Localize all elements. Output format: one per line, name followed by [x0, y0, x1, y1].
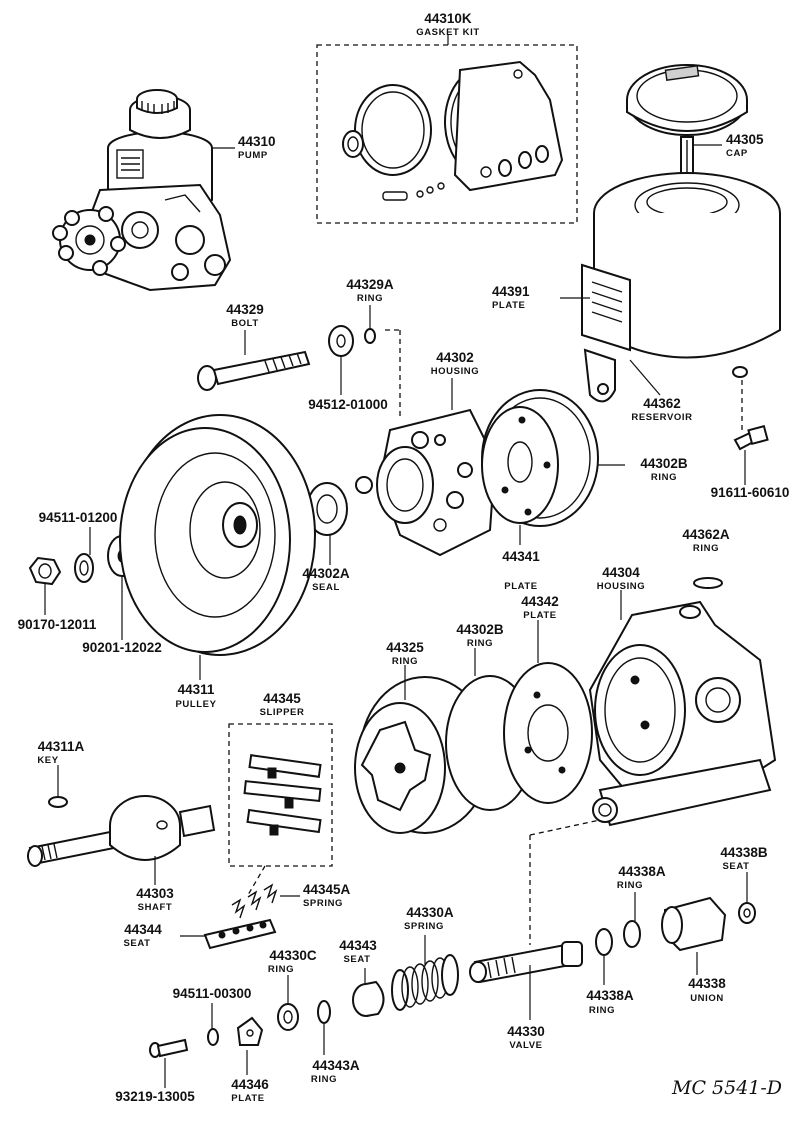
part-name: RING — [617, 880, 643, 891]
key-drawing — [48, 796, 68, 808]
part-number: 94512-01000 — [308, 397, 388, 412]
seat-ring-drawing — [317, 980, 385, 1024]
part-number: 44362 — [643, 396, 681, 411]
part-name: KEY — [37, 755, 58, 766]
pump-assembly-drawing — [52, 89, 232, 292]
part-number: 44343A — [312, 1058, 360, 1073]
part-number: 44304 — [602, 565, 640, 580]
part-number: 44343 — [339, 938, 377, 953]
part-number: 44302 — [436, 350, 474, 365]
part-name: PLATE — [231, 1093, 264, 1104]
reservoir-drawing — [581, 172, 781, 403]
part-name: SHAFT — [138, 902, 173, 913]
part-name: HOUSING — [431, 366, 480, 377]
part-number: 44311 — [178, 682, 215, 697]
part-number: 44391 — [492, 284, 530, 299]
part-name: GASKET KIT — [416, 27, 480, 38]
part-name: RING — [589, 1005, 615, 1016]
part-name: RING — [467, 638, 493, 649]
part-number: 44345A — [303, 882, 351, 897]
part-number: 44338A — [586, 988, 634, 1003]
part-name: VALVE — [509, 1040, 542, 1051]
part-number: 44302B — [456, 622, 504, 637]
part-number: 44330 — [507, 1024, 545, 1039]
part-name: UNION — [690, 993, 724, 1004]
part-name: RING — [311, 1074, 337, 1085]
front-housing-drawing — [355, 408, 497, 557]
diagram-reference-code: MC 5541-D — [671, 1077, 782, 1099]
valve-spring-drawing — [391, 954, 459, 1011]
part-name: PLATE — [504, 581, 537, 592]
part-name: PUMP — [238, 150, 268, 161]
part-number: 91611-60610 — [711, 485, 790, 500]
part-number: 44302B — [640, 456, 688, 471]
part-number: 44311A — [38, 739, 85, 754]
shaft-drawing — [27, 795, 216, 867]
part-name: SLIPPER — [260, 707, 305, 718]
part-name: RING — [651, 472, 677, 483]
part-number: 44341 — [502, 549, 540, 564]
part-number: 44346 — [231, 1077, 269, 1092]
ring-44362a-drawing — [693, 577, 723, 589]
part-number: 94511-00300 — [173, 986, 252, 1001]
part-name: SPRING — [404, 921, 444, 932]
part-number: 44342 — [521, 594, 559, 609]
seat-plate-drawing — [203, 918, 277, 950]
part-number: 44329 — [226, 302, 264, 317]
part-number: 93219-13005 — [115, 1089, 195, 1104]
part-name: SEAL — [312, 582, 340, 593]
part-name: RING — [392, 656, 418, 667]
leader-lines — [44, 35, 748, 1088]
part-number: 44344 — [124, 922, 162, 937]
part-name: SEAT — [343, 954, 370, 965]
part-number: 44302A — [302, 566, 350, 581]
bolt-drawing — [197, 350, 311, 391]
pulley-drawing — [119, 414, 316, 656]
rear-housing-drawing — [588, 600, 777, 827]
part-number: 44330C — [269, 948, 317, 963]
part-number: 44310K — [424, 11, 472, 26]
part-number: 44345 — [263, 691, 301, 706]
plate-ring-drawing — [481, 389, 599, 527]
union-drawing — [595, 896, 756, 956]
slipper-drawing — [228, 723, 333, 867]
part-number: 44305 — [726, 132, 764, 147]
part-number: 44310 — [238, 134, 276, 149]
part-number: 44338 — [688, 976, 726, 991]
part-name: SEAT — [722, 861, 749, 872]
part-name: RING — [357, 293, 383, 304]
small-bolt-drawing — [733, 424, 769, 451]
part-number: 44303 — [136, 886, 174, 901]
part-number: 44362A — [682, 527, 730, 542]
small-parts-drawing — [149, 1003, 299, 1058]
cam-ring-drawing — [354, 676, 491, 834]
part-number: 44338B — [720, 845, 768, 860]
part-name: PLATE — [492, 300, 525, 311]
slipper-springs-drawing — [231, 883, 278, 919]
part-name: SEAT — [123, 938, 150, 949]
part-name: SPRING — [303, 898, 343, 909]
part-number: 90201-12022 — [82, 640, 162, 655]
part-number: 44325 — [386, 640, 424, 655]
part-name: CAP — [726, 148, 748, 159]
part-number: 90170-12011 — [18, 617, 97, 632]
washer-ring-drawing — [328, 325, 376, 357]
part-name: RING — [693, 543, 719, 554]
part-name: BOLT — [231, 318, 259, 329]
part-name: PLATE — [523, 610, 556, 621]
part-name: RESERVOIR — [631, 412, 692, 423]
part-number: 94511-01200 — [39, 510, 118, 525]
part-name: HOUSING — [597, 581, 646, 592]
part-number: 44338A — [618, 864, 666, 879]
part-name: PULLEY — [175, 699, 216, 710]
part-labels: 44310K GASKET KIT 44310 PUMP 44305 CAP 4… — [18, 11, 790, 1104]
gasket-kit-drawing — [316, 44, 578, 224]
ring-plate-2-drawing — [445, 662, 593, 811]
part-name: RING — [268, 964, 294, 975]
part-number: 44329A — [346, 277, 394, 292]
part-number: 44330A — [406, 905, 454, 920]
valve-drawing — [469, 941, 583, 984]
